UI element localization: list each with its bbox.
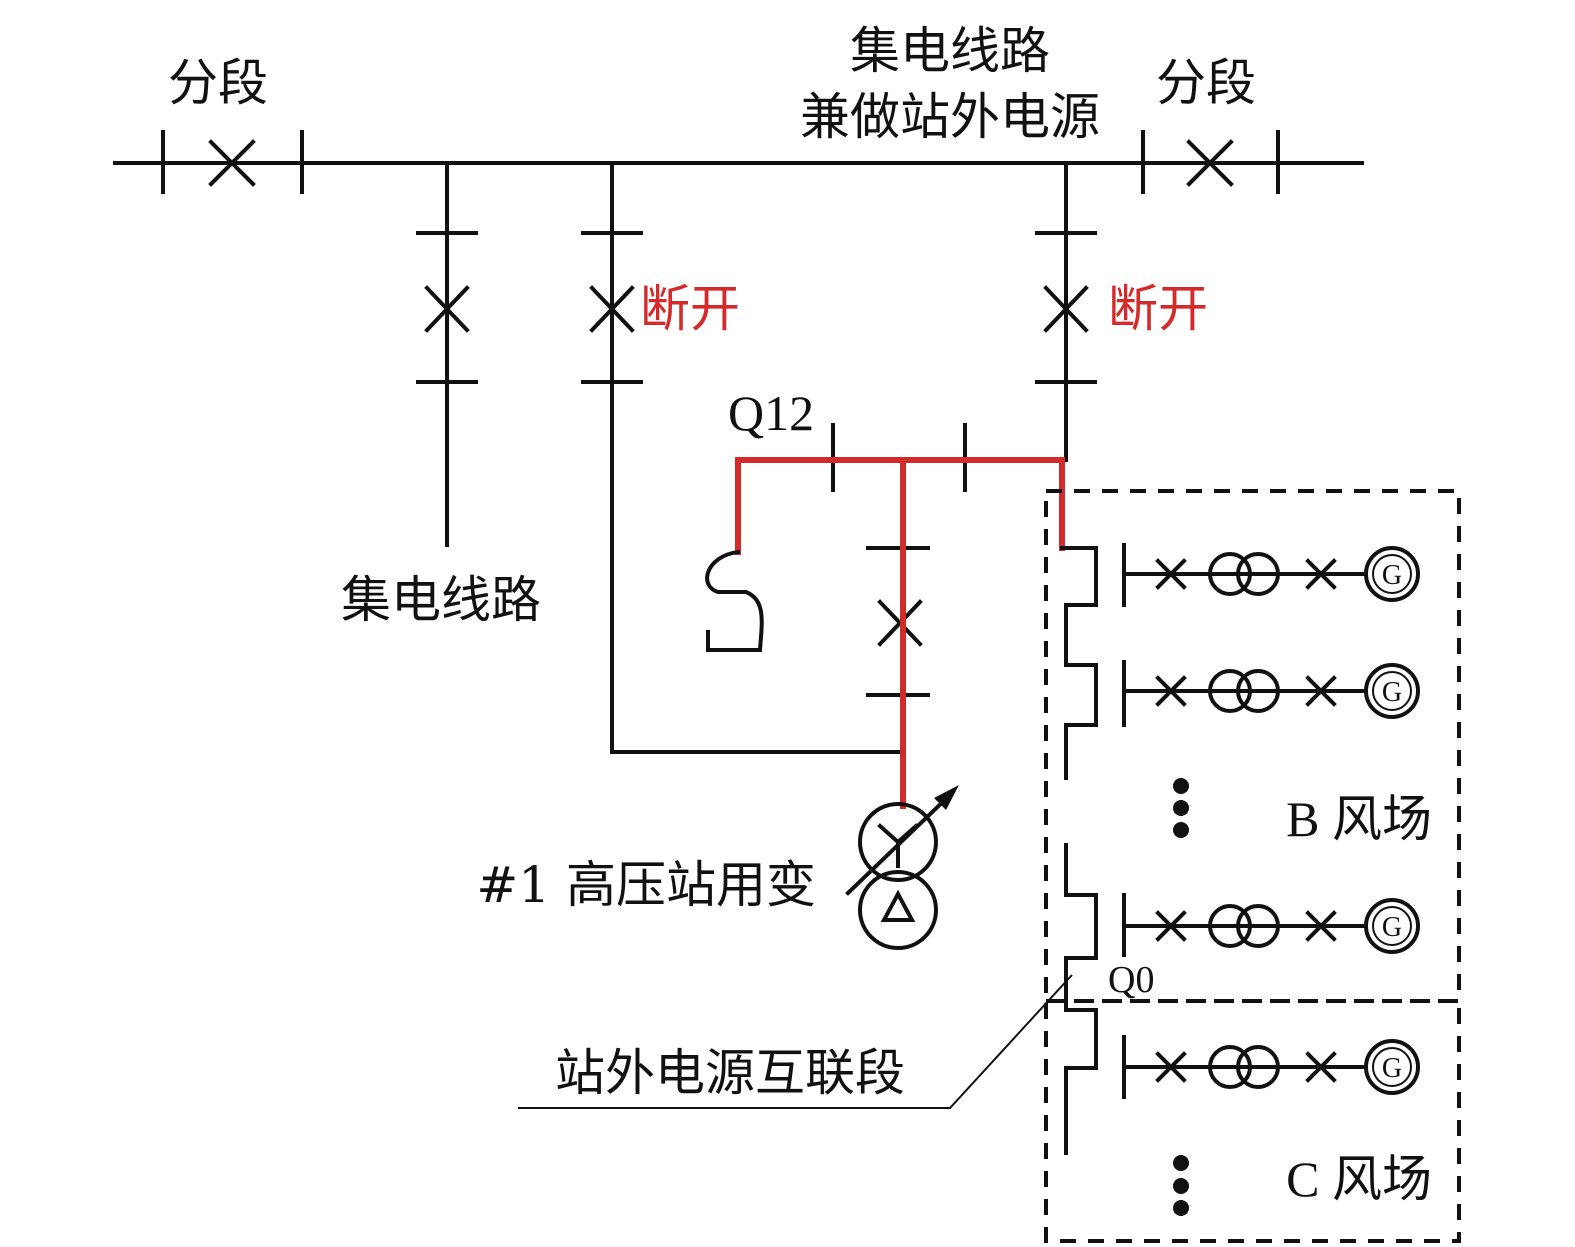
gen-row-2: G xyxy=(1122,663,1420,719)
interconnect-leader xyxy=(518,974,1073,1109)
feeder-1 xyxy=(416,161,478,547)
generator-letter: G xyxy=(1382,677,1402,708)
q12-bus xyxy=(831,423,967,808)
section-label-left: 分段 xyxy=(168,54,268,112)
farm-b-label: B 风场 xyxy=(1286,791,1432,847)
breaker-x-icon xyxy=(1305,910,1337,942)
q0-label: Q0 xyxy=(1108,959,1154,1001)
gen-row-1: G xyxy=(1122,546,1420,602)
breaker-x-icon xyxy=(1186,139,1234,187)
breaker-x-icon xyxy=(1305,1051,1337,1083)
breaker-x-icon xyxy=(1155,675,1187,707)
ellipsis-dots-b xyxy=(1173,778,1189,838)
top-line-label-2: 兼做站外电源 xyxy=(800,88,1100,146)
ellipsis-dots-c xyxy=(1173,1155,1189,1216)
breaker-x-icon xyxy=(1155,558,1187,590)
breaker-x-icon xyxy=(1155,910,1187,942)
two-winding-transformer-icon xyxy=(1208,1045,1280,1089)
breaker-x-icon xyxy=(208,139,256,187)
feeder-3 xyxy=(1035,161,1097,462)
two-winding-transformer-icon xyxy=(1208,669,1280,713)
generator-g-icon: G xyxy=(1364,898,1420,954)
breaker-x-icon xyxy=(1155,1051,1187,1083)
q12-label: Q12 xyxy=(728,385,814,441)
farm-b-bus xyxy=(1060,543,1126,780)
breaker-x-icon xyxy=(1305,558,1337,590)
breaker-x-icon xyxy=(1043,285,1089,333)
open-label-left: 断开 xyxy=(640,280,740,338)
energized-path xyxy=(735,457,1065,809)
gen-row-3: G xyxy=(1122,898,1420,954)
gen-row-4: G xyxy=(1122,1039,1420,1095)
open-label-right: 断开 xyxy=(1108,280,1208,338)
generator-g-icon: G xyxy=(1364,1039,1420,1095)
breaker-x-icon xyxy=(589,285,635,333)
generator-letter: G xyxy=(1382,912,1402,943)
feeder-2 xyxy=(581,161,905,754)
two-winding-transformer-icon xyxy=(1208,552,1280,596)
generator-letter: G xyxy=(1382,560,1402,591)
station-transformer-label: #1 高压站用变 xyxy=(476,856,816,914)
farm-c-frame xyxy=(1044,999,1461,1243)
interconnect-label: 站外电源互联段 xyxy=(555,1044,905,1102)
farm-c-label: C 风场 xyxy=(1286,1151,1432,1207)
two-winding-transformer-icon xyxy=(1208,904,1280,948)
cable-termination-icon xyxy=(705,549,764,652)
adjustable-star-delta-transformer-icon xyxy=(845,785,959,950)
breaker-x-icon xyxy=(1305,675,1337,707)
breaker-x-icon xyxy=(424,285,470,333)
section-label-right: 分段 xyxy=(1156,54,1256,112)
top-line-label-1: 集电线路 xyxy=(850,22,1050,80)
generator-letter: G xyxy=(1382,1053,1402,1084)
feeder-label: 集电线路 xyxy=(341,571,541,629)
generator-g-icon: G xyxy=(1364,546,1420,602)
top-bus xyxy=(113,130,1364,194)
generator-g-icon: G xyxy=(1364,663,1420,719)
